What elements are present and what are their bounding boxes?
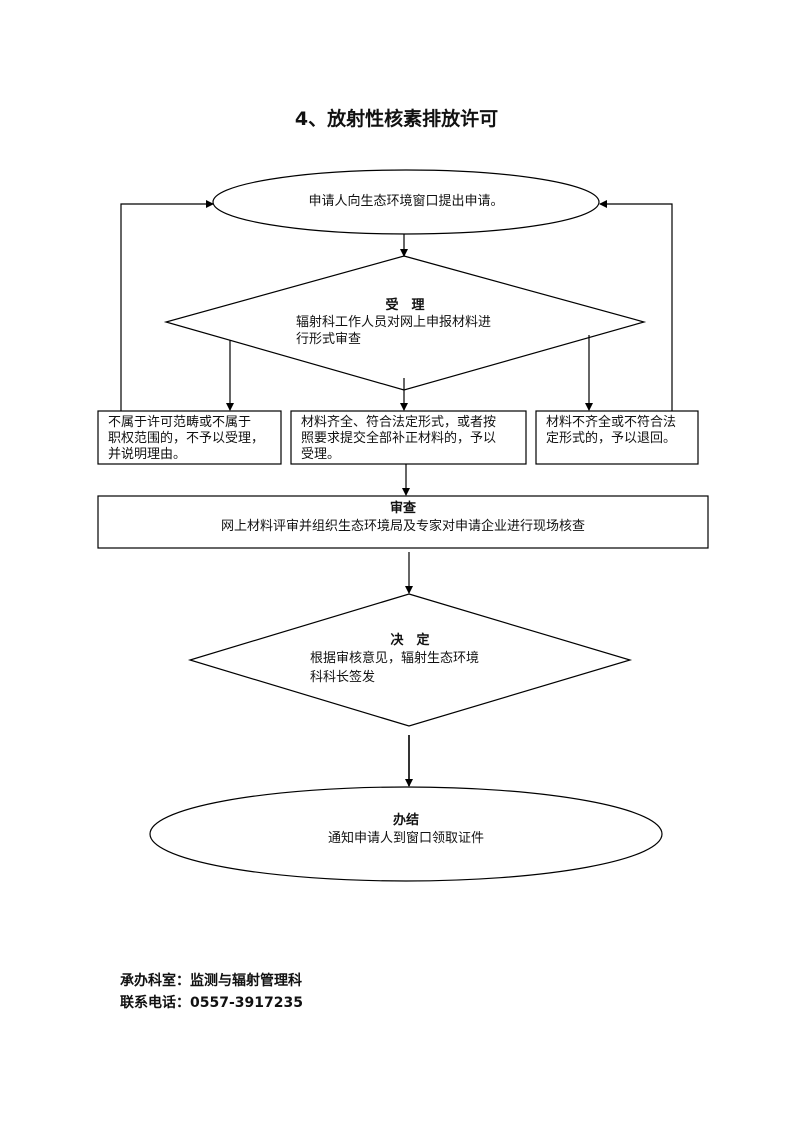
start-node-text: 申请人向生态环境窗口提出申请。 (308, 194, 504, 209)
reject-scope-line3: 并说明理由。 (108, 447, 187, 462)
decision-heading: 决 定 (390, 633, 430, 648)
page-title: 4、放射性核素排放许可 (294, 108, 499, 130)
finish-text: 通知申请人到窗口领取证件 (327, 831, 484, 846)
accept-node-text-line2: 行形式审查 (296, 332, 362, 347)
return-line2: 定形式的，予以退回。 (546, 431, 677, 446)
return-box (535, 410, 699, 465)
office-label: 承办科室： (120, 973, 190, 989)
finish-node-shape (149, 786, 663, 882)
return-line1: 材料不齐全或不符合法 (546, 415, 677, 430)
review-heading: 审查 (389, 501, 416, 516)
arrow-reject-to-start (120, 200, 214, 411)
accept-ok-box (290, 410, 527, 465)
finish-heading: 办结 (392, 813, 419, 828)
phone-line: 联系电话：0557-3917235 (120, 992, 303, 1014)
review-box (97, 495, 709, 549)
review-text: 网上材料评审并组织生态环境局及专家对申请企业进行现场核查 (220, 519, 585, 534)
office-value: 监测与辐射管理科 (190, 973, 302, 989)
reject-scope-box (97, 410, 282, 465)
reject-scope-line2: 职权范围的，不予以受理， (108, 431, 265, 446)
decision-text-line2: 科科长签发 (310, 670, 376, 685)
office-line: 承办科室：监测与辐射管理科 (120, 970, 302, 992)
phone-value: 0557-3917235 (190, 995, 303, 1011)
accept-ok-line2: 照要求提交全部补正材料的，予以 (301, 431, 497, 446)
accept-ok-line1: 材料齐全、符合法定形式，或者按 (301, 415, 497, 430)
phone-label: 联系电话： (120, 995, 190, 1011)
accept-node-heading: 受 理 (385, 298, 425, 313)
reject-scope-line1: 不属于许可范畴或不属于 (108, 415, 252, 430)
accept-ok-line3: 受理。 (301, 447, 341, 462)
accept-node-text-line1: 辐射科工作人员对网上申报材料进 (296, 315, 492, 330)
arrow-return-to-start (599, 200, 673, 411)
decision-node-shape (187, 593, 633, 727)
decision-text-line1: 根据审核意见，辐射生态环境 (310, 651, 480, 666)
